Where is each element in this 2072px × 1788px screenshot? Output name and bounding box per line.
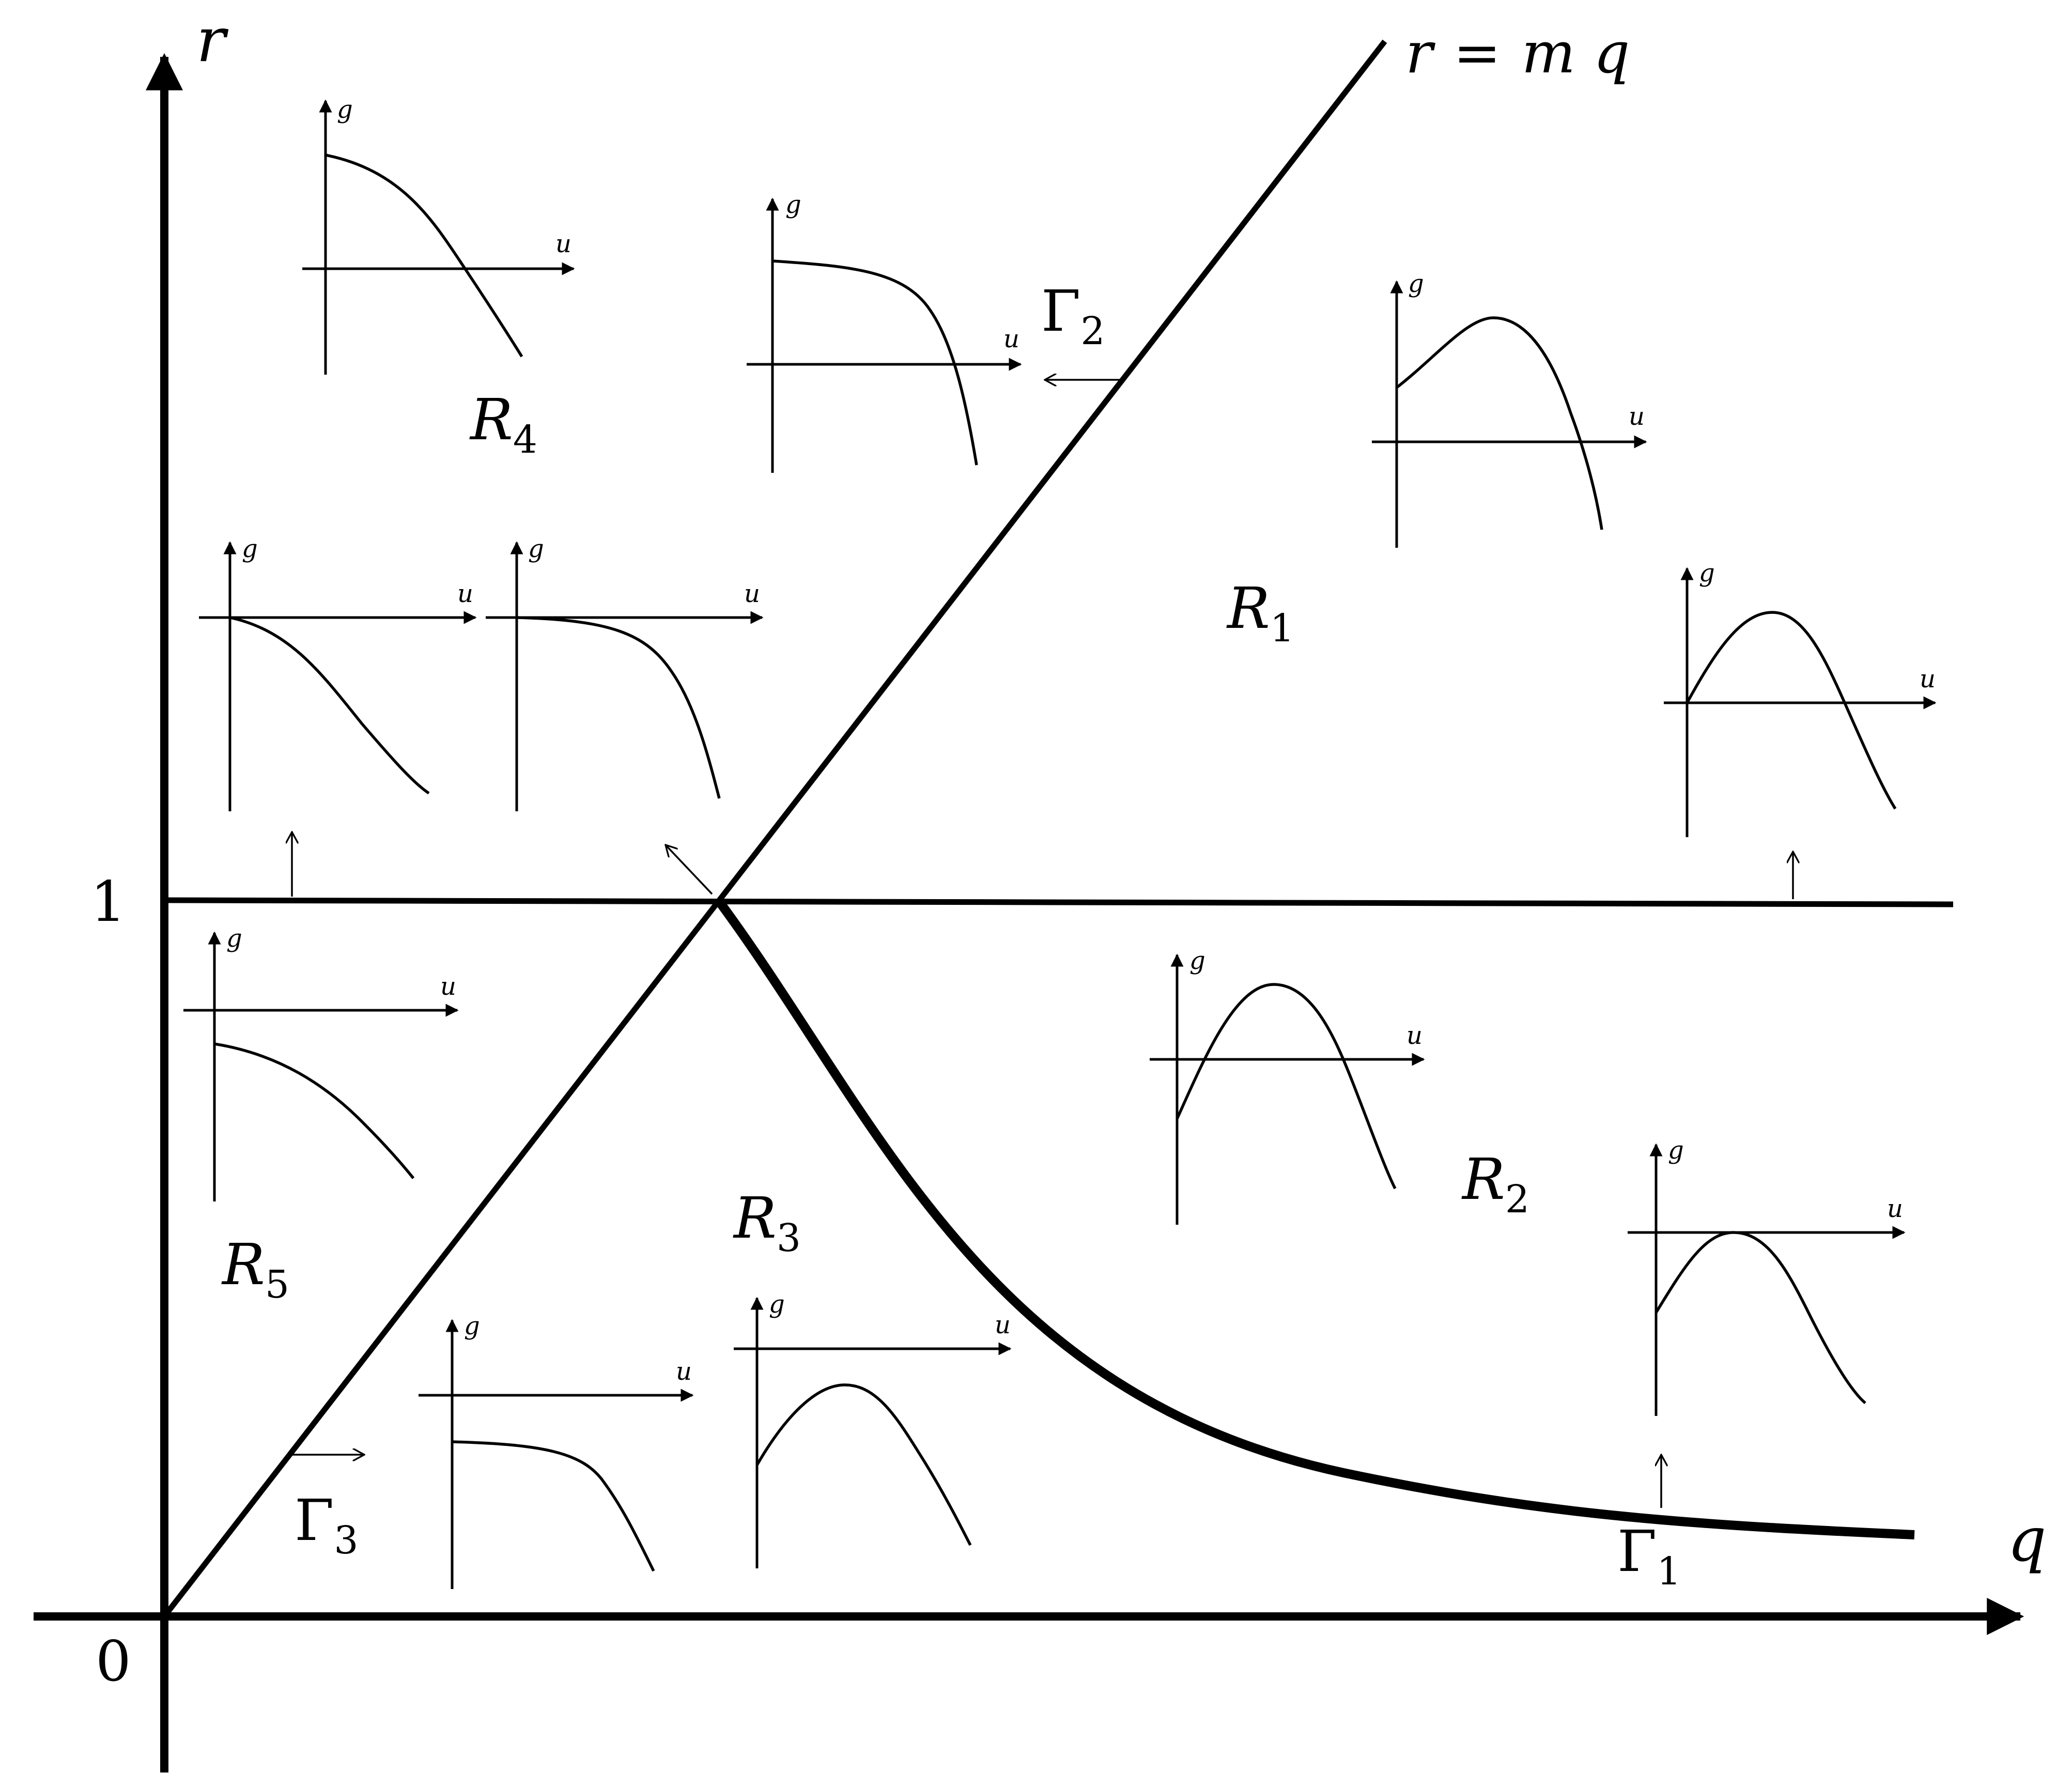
region-label-r4: R4: [469, 387, 537, 462]
inset-r2-upper-u-label: u: [1406, 1021, 1422, 1050]
region-label-r5: R5: [221, 1231, 289, 1307]
inset-r4-top-g-label: g: [337, 95, 353, 124]
inset-r2-right-curve: [1654, 1231, 1866, 1405]
inset-r4-left-b-u-label: u: [744, 579, 760, 608]
inset-r2-upper-curve: [1176, 983, 1397, 1190]
inset-r1-right-u-label: u: [1920, 665, 1936, 693]
inset-r2-right-u-label: u: [1887, 1194, 1903, 1223]
corner-direction-arrow: [666, 845, 713, 895]
line-r-equals-1: [164, 897, 1954, 907]
inset-r4-top-curve: [325, 153, 523, 358]
inset-gamma2-top-g-label: g: [785, 190, 801, 219]
region-label-r1: R1: [1226, 575, 1294, 651]
inset-r3-right-u-label: u: [995, 1311, 1011, 1339]
region-label-r3: R3: [733, 1185, 801, 1260]
inset-r3-right-g-label: g: [769, 1290, 785, 1319]
r-axis-label: r: [196, 4, 229, 75]
inset-r2-right-g-label: g: [1668, 1136, 1684, 1165]
inset-r1-upper-u-label: u: [1629, 402, 1645, 431]
inset-r2-upper-g-label: g: [1189, 946, 1205, 975]
q-axis-label: q: [2007, 1504, 2047, 1575]
inset-r3-right-curve: [755, 1383, 972, 1546]
boundary-label-gamma1: Γ1: [1617, 1518, 1681, 1594]
inset-r3-left-curve: [452, 1440, 655, 1572]
inset-gamma2-top-u-label: u: [1003, 325, 1019, 353]
inset-r3-left: u g: [419, 1312, 694, 1589]
inset-r4-top-u-label: u: [555, 229, 571, 258]
boundary-label-gamma2: Γ2: [1041, 278, 1105, 353]
inset-r4-left-a-curve: [229, 616, 430, 795]
inset-r5: u g: [183, 924, 459, 1201]
gamma1-curve: [714, 897, 1915, 1539]
line-equation-label: r=m q: [1405, 20, 1630, 86]
boundary-label-gamma3: Γ3: [295, 1487, 358, 1563]
inset-r2-right: u g: [1628, 1136, 1906, 1416]
inset-r2-upper: u g: [1150, 946, 1425, 1225]
inset-r1-right-g-label: g: [1699, 559, 1715, 588]
inset-r1-right-curve: [1686, 611, 1897, 810]
inset-r4-left-b: u g: [486, 534, 764, 811]
inset-r4-top: u g: [302, 95, 575, 375]
inset-r5-curve: [214, 1042, 415, 1179]
inset-r3-left-g-label: g: [464, 1312, 480, 1340]
inset-r1-upper-curve: [1396, 316, 1603, 530]
inset-r3-right: u g: [734, 1290, 1012, 1568]
inset-r1-right: u g: [1664, 559, 1937, 837]
inset-r4-left-b-curve: [516, 616, 721, 799]
inset-r1-upper-g-label: g: [1408, 269, 1424, 298]
inset-r4-left-a-u-label: u: [457, 579, 473, 608]
inset-r4-left-a-g-label: g: [242, 534, 258, 563]
inset-gamma2-top-curve: [772, 259, 978, 466]
origin-label: 0: [96, 1629, 131, 1694]
inset-r1-upper: u g: [1372, 269, 1647, 548]
inset-r4-left-a: u g: [199, 534, 477, 811]
inset-gamma2-top: u g: [747, 190, 1022, 473]
one-label: 1: [90, 870, 126, 934]
inset-r4-left-b-g-label: g: [528, 534, 544, 563]
inset-r3-left-u-label: u: [676, 1357, 692, 1386]
inset-r5-u-label: u: [440, 972, 456, 1001]
line-r-equals-mq: [162, 39, 1387, 1619]
inset-r5-g-label: g: [226, 924, 242, 953]
region-label-r2: R2: [1461, 1146, 1529, 1222]
